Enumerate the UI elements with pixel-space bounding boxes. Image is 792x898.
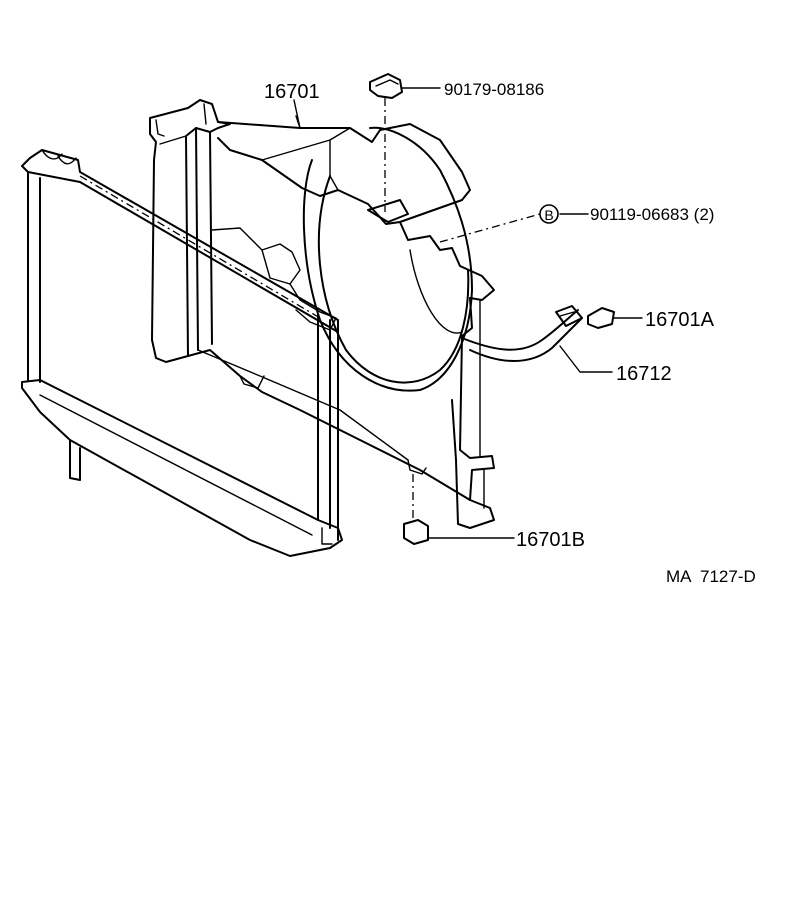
radiator: [21, 149, 343, 557]
label-retainer-b: 16701B: [516, 529, 585, 551]
fan-shroud: [149, 99, 495, 529]
label-clip-top: 90179-08186: [444, 80, 544, 99]
label-bolt-b: 90119-06683 (2): [590, 205, 714, 224]
clip-90179: [369, 73, 403, 99]
label-shroud: 16701: [264, 81, 320, 103]
wire-harness: [461, 305, 583, 362]
label-retainer-a: 16701A: [645, 309, 715, 331]
leader-lines: [293, 87, 643, 539]
bolt-b-symbol-letter: B: [544, 207, 553, 223]
retainer-16701a: [587, 307, 615, 329]
retainer-16701b: [403, 519, 429, 545]
label-harness: 16712: [616, 363, 672, 385]
drawing-code: MA 7127-D: [666, 567, 756, 586]
bolt-b-symbol: B: [539, 204, 559, 224]
guide-lines: [79, 98, 541, 522]
